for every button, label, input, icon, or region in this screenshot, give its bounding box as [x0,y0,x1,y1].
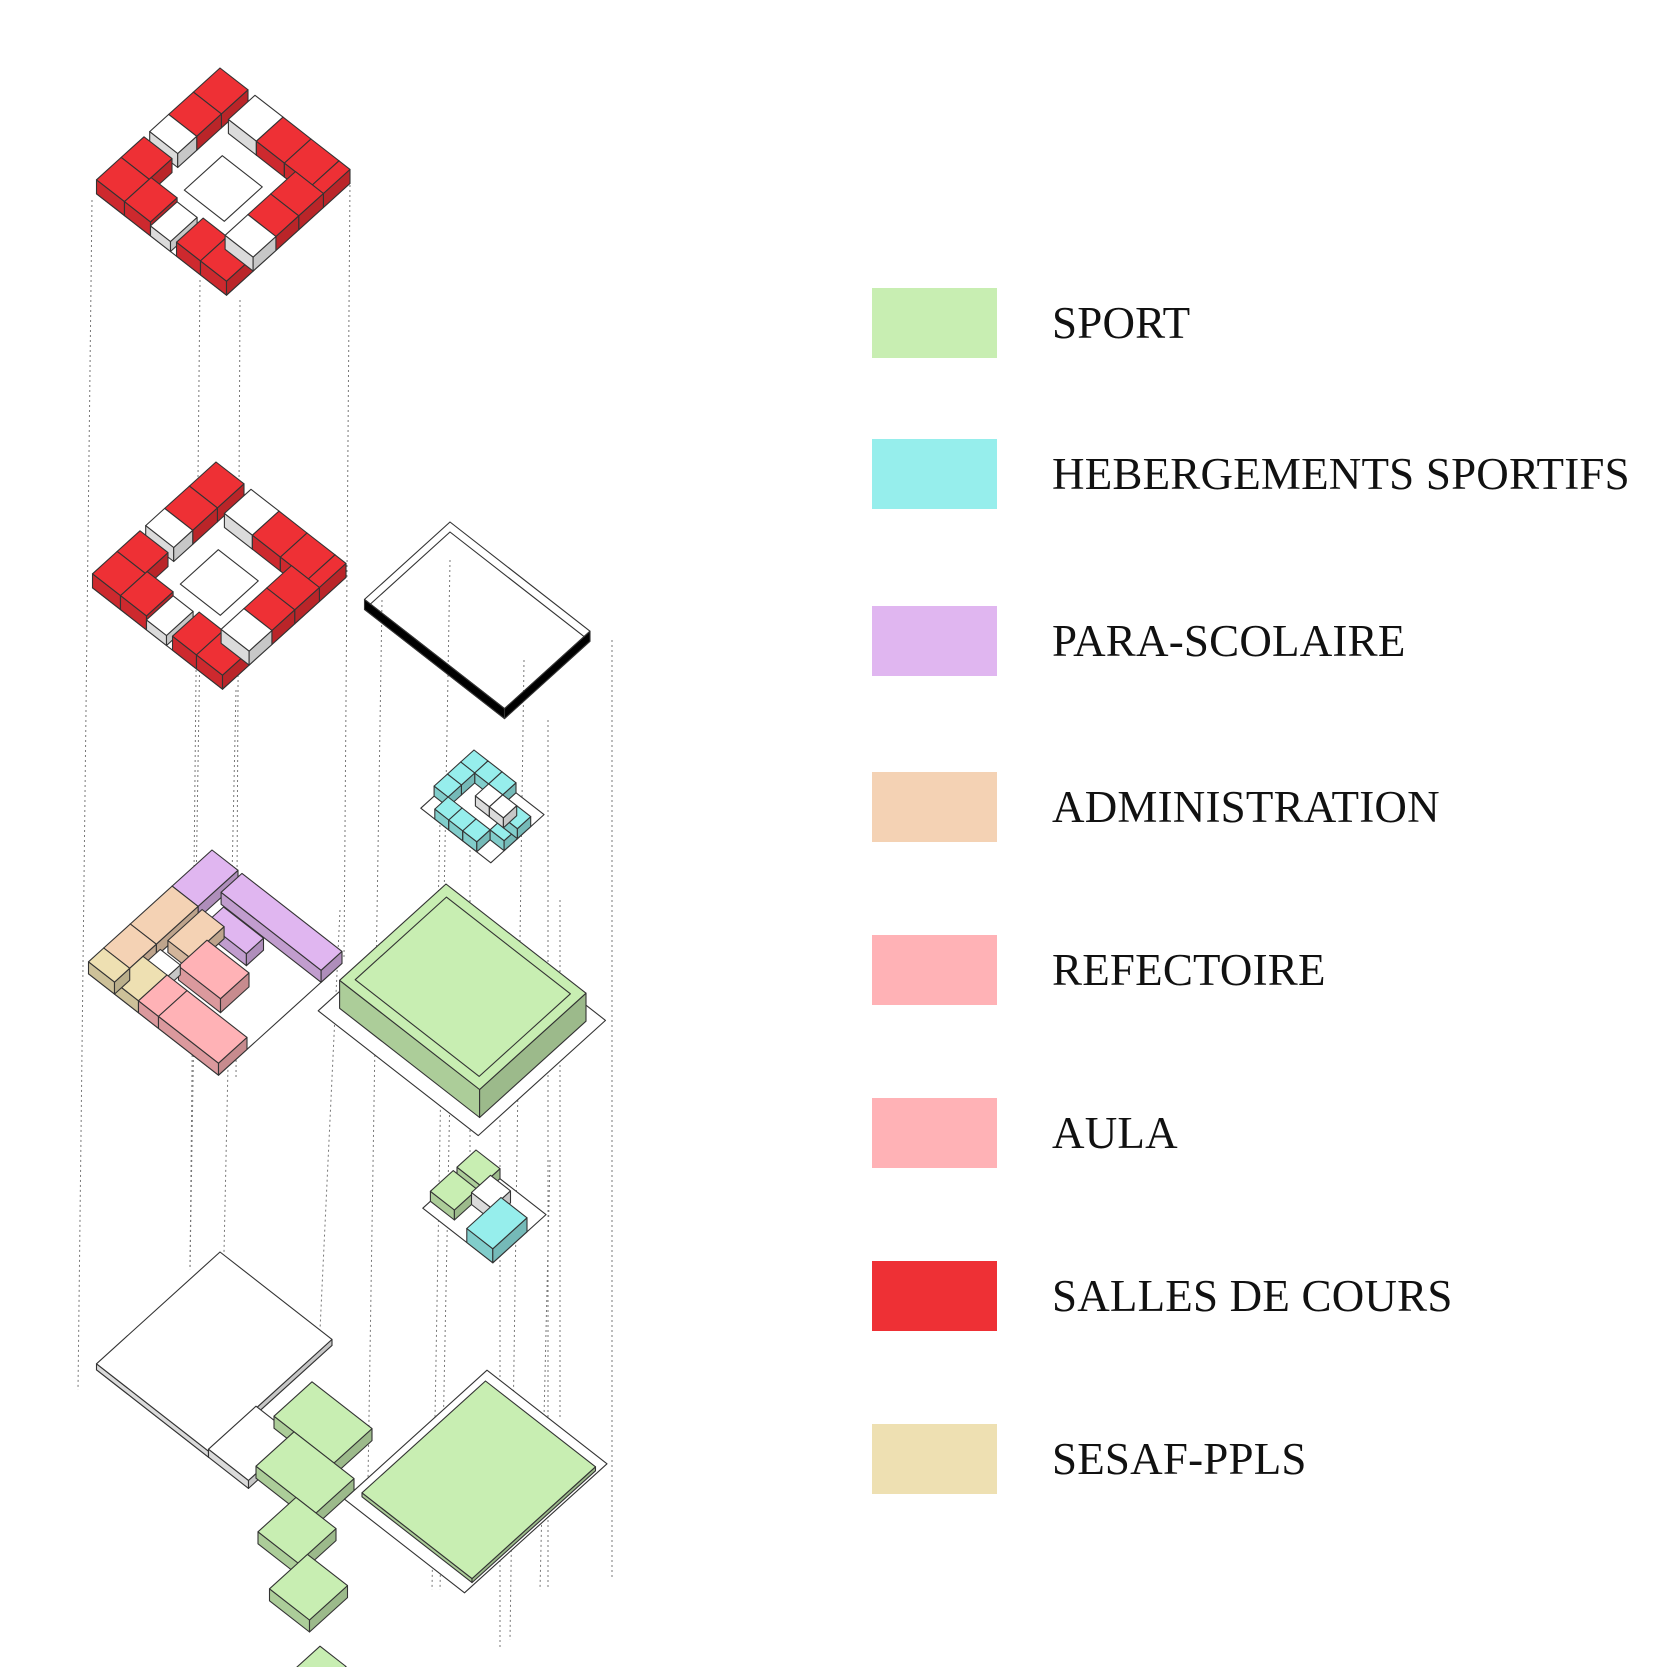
legend-item-hebergements-sportifs: HEBERGEMENTS SPORTIFS [872,439,1652,509]
legend-item-sport: SPORT [872,288,1652,358]
classroom [123,177,178,223]
service-block [149,201,198,243]
projection-line [189,279,201,1271]
service-block [149,113,198,155]
refectoire-block [177,939,250,1000]
para-scolaire-block [220,872,343,971]
legend-item-administration: ADMINISTRATION [872,772,1652,842]
legend-swatch-administration [872,772,997,842]
courtyard-void [179,549,259,616]
legend-label-aula: AULA [1052,1108,1178,1158]
legend-swatch-sesaf-ppls [872,1424,997,1494]
projection-line [77,199,93,1391]
sport-block [268,1553,349,1621]
legend-swatch-hebergements-sportifs [872,439,997,509]
projection-line [539,1159,551,1591]
roof-frame-outline [363,521,591,710]
classroom [119,571,174,617]
service-block [220,608,273,652]
legend-swatch-sport [872,288,997,358]
legend-label-salles-de-cours: SALLES DE COURS [1052,1271,1453,1321]
service-block [145,507,194,549]
legend-swatch-salles-de-cours [872,1261,997,1331]
legend-item-sesaf-ppls: SESAF-PPLS [872,1424,1652,1494]
legend-swatch-refectoire [872,935,997,1005]
legend-swatch-aula [872,1098,997,1168]
legend-item-salles-de-cours: SALLES DE COURS [872,1261,1652,1331]
legend-label-para-scolaire: PARA-SCOLAIRE [1052,616,1406,666]
sport-field [361,1380,597,1580]
sesaf-block [87,947,131,983]
legend-item-refectoire: REFECTOIRE [872,935,1652,1005]
floor-third [95,67,351,296]
sport-hall-roof [354,896,571,1077]
sport-hall-volumes [317,521,607,1264]
dorm-unit [462,818,491,843]
roof-frame-outline-side [363,598,506,720]
floor-first [87,849,343,1076]
floor-ground [95,1251,608,1667]
legend-item-aula: AULA [872,1098,1652,1168]
projection-line [319,909,341,1331]
legend-label-refectoire: REFECTOIRE [1052,945,1326,995]
sport-block [429,1170,478,1211]
refectoire-block [157,990,248,1064]
service-block [224,214,277,258]
dorm-unit [466,1196,528,1250]
legend-label-sesaf-ppls: SESAF-PPLS [1052,1434,1307,1484]
legend-label-sport: SPORT [1052,298,1191,348]
floor-second [91,461,347,690]
sport-block [296,1645,347,1667]
legend-item-para-scolaire: PARA-SCOLAIRE [872,606,1652,676]
roof-frame-outline-side [503,630,591,720]
projection-line [343,179,351,961]
legend-swatch-para-scolaire [872,606,997,676]
service-block [488,794,518,819]
legend-label-hebergements-sportifs: HEBERGEMENTS SPORTIFS [1052,449,1630,499]
courtyard-void [183,155,263,222]
legend-label-administration: ADMINISTRATION [1052,782,1440,832]
service-block [145,595,194,637]
